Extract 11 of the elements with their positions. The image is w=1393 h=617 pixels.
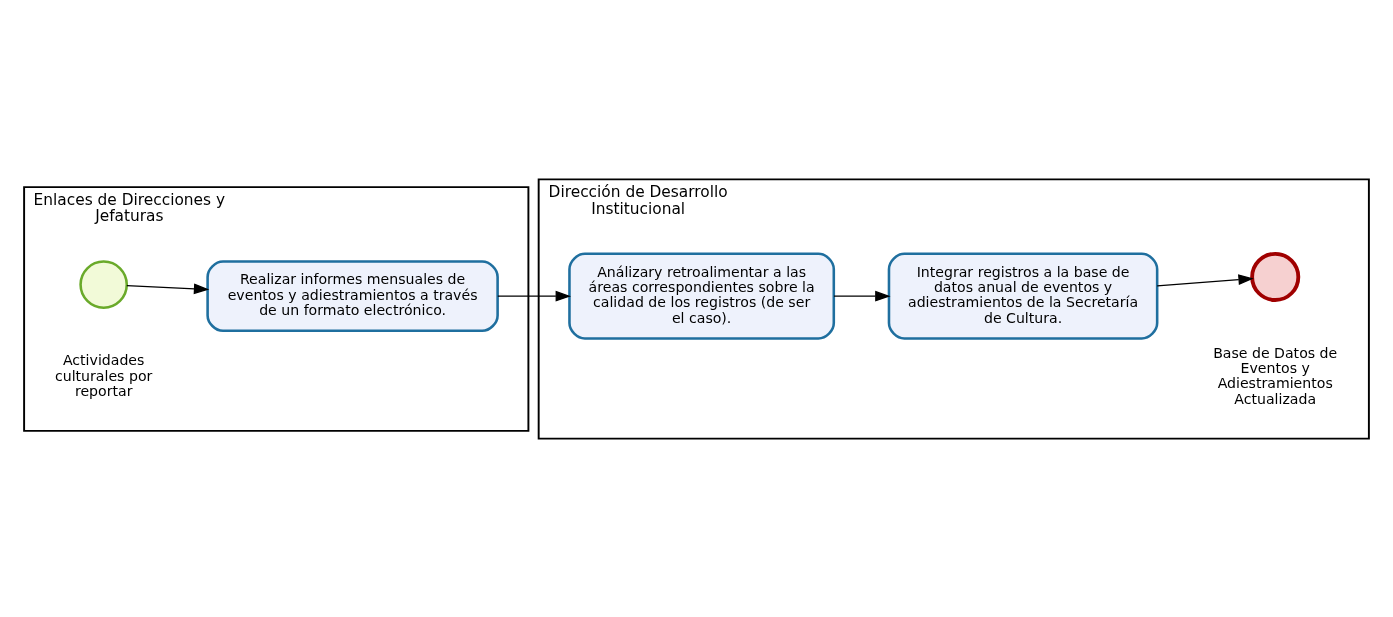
node-label: Actividades culturales por reportar — [54, 351, 153, 399]
node-box: Integrar registros a la base de datos anual de eventos y adiestramientos de la Secretaría de Cultura. — [887, 252, 1159, 340]
node-circle — [1250, 251, 1301, 302]
node-box: Realizar informes mensuales de eventos y adiestramientos a través de un formato electrónico. — [206, 259, 499, 332]
arrow — [1156, 273, 1254, 287]
arrow — [833, 290, 891, 302]
node-label: Base de Datos de Eventos y Adiestramientos Actualizada — [1213, 344, 1338, 407]
arrow — [497, 290, 571, 302]
arrow — [126, 282, 210, 294]
node-box: Análizary retroalimentar a las áreas correspondientes sobre la calidad de los registros (de ser el caso). — [568, 252, 836, 340]
node-circle — [79, 259, 129, 309]
